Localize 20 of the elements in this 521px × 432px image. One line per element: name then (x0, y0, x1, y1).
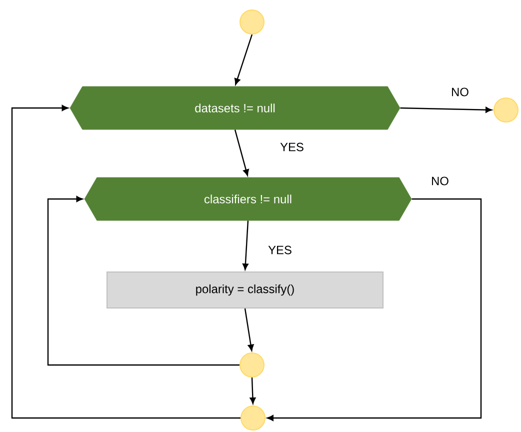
connector-circle (494, 98, 518, 122)
edge-label: NO (430, 176, 450, 186)
edge-label: YES (267, 244, 293, 256)
connector-circle (240, 352, 264, 378)
arrow (11, 105, 240, 419)
arrow (267, 198, 482, 421)
edge-label: NO (450, 86, 470, 98)
decision-hexagon: datasets != null (70, 86, 400, 130)
process-box: polarity = classify() (106, 272, 384, 308)
arrow (47, 196, 240, 366)
arrow (244, 308, 254, 351)
arrow (234, 34, 253, 85)
arrow (234, 130, 249, 176)
decision-hexagon: classifiers != null (84, 177, 412, 221)
connector-circle (240, 10, 264, 34)
arrow (250, 377, 256, 404)
arrow (400, 106, 492, 113)
arrow (242, 220, 249, 270)
connector-circle (240, 406, 266, 430)
edge-label: YES (279, 142, 305, 152)
